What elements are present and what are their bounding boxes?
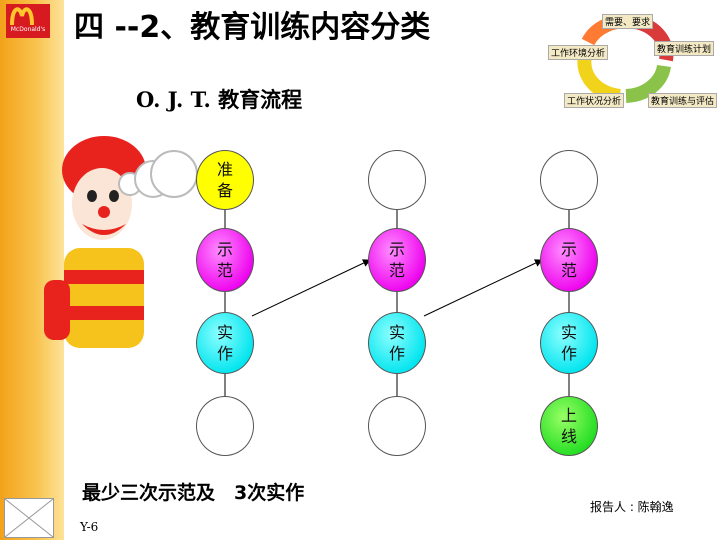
reporter-text: 报告人 : 陈翰逸 xyxy=(590,500,674,514)
node-demonstrate-2: 示 范 xyxy=(368,228,426,292)
node-demonstrate-3: 示 范 xyxy=(540,228,598,292)
cycle-label-training-plan: 教育训练计划 xyxy=(654,41,715,56)
cycle-label-work-status-analysis: 工作状况分析 xyxy=(564,93,625,108)
node-practice-2: 实 作 xyxy=(368,312,426,374)
page-corner-box xyxy=(4,498,54,538)
training-cycle-diagram: 需要、要求 教育训练计划 工作环境分析 工作状况分析 教育训练与评估 xyxy=(540,8,718,110)
node-empty-c1-bottom xyxy=(196,396,254,456)
node-demonstrate-1: 示 范 xyxy=(196,228,254,292)
logo-text: McDonald's xyxy=(10,26,46,33)
page-number: Y-6 xyxy=(80,520,99,534)
node-practice-1: 实 作 xyxy=(196,312,254,374)
cycle-label-requirements: 需要、要求 xyxy=(602,14,654,29)
slide-subtitle: O. J. T. 教育流程 xyxy=(136,87,303,112)
cycle-label-training-evaluation: 教育训练与评估 xyxy=(648,93,718,108)
slide-title: 四 --2、教育训练内容分类 xyxy=(74,10,431,45)
node-empty-c2-top xyxy=(368,150,426,210)
golden-arches-icon xyxy=(10,7,34,26)
node-empty-c3-top xyxy=(540,150,598,210)
node-prepare: 准 备 xyxy=(196,150,254,210)
thought-bubble-large xyxy=(150,150,198,198)
node-practice-3: 实 作 xyxy=(540,312,598,374)
arrow-practice-to-demo-3 xyxy=(423,259,543,317)
cycle-label-environment-analysis: 工作环境分析 xyxy=(548,45,609,60)
ronald-mcdonald-image xyxy=(44,136,146,348)
cross-icon xyxy=(4,498,54,538)
arrow-practice-to-demo-2 xyxy=(251,259,371,317)
node-online: 上 线 xyxy=(540,396,598,456)
mcdonalds-logo: McDonald's xyxy=(6,4,50,38)
thought-bubble-small xyxy=(118,172,142,196)
summary-text: 最少三次示范及 3次实作 xyxy=(82,482,305,504)
sidebar: McDonald's xyxy=(0,0,64,540)
node-empty-c2-bottom xyxy=(368,396,426,456)
